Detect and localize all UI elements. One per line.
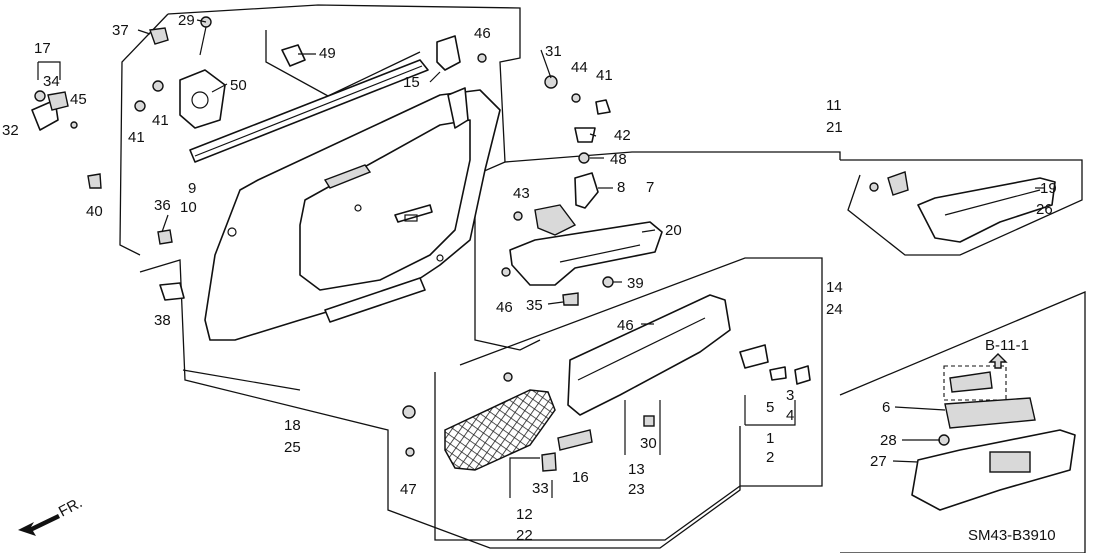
callout-39: 39 [627,275,644,292]
callout-33: 33 [532,480,549,497]
callout-6: 6 [882,399,890,416]
callout-46-mid: 46 [496,299,513,316]
callout-12: 12 [516,506,533,523]
group-frames [37,4,1086,553]
callout-14: 14 [826,279,843,296]
callout-47: 47 [400,481,417,498]
callout-4: 4 [786,407,794,424]
callout-20: 20 [665,222,682,239]
callout-9: 9 [188,180,196,197]
frame-door-lower [139,259,741,549]
frame-part-17 [38,61,61,80]
callout-13: 13 [628,461,645,478]
callout-41-mid: 41 [152,112,169,129]
callout-24: 24 [826,301,843,318]
callout-37: 37 [112,22,129,39]
callout-46-low: 46 [617,317,634,334]
callout-32: 32 [2,122,19,139]
power-window-switch [911,353,1076,511]
callout-49: 49 [319,45,336,62]
direction-label: FR. [56,494,85,520]
callout-36: 36 [154,197,171,214]
figure-code: SM43-B3910 [968,527,1056,544]
frame-part-49 [265,30,421,97]
callout-30: 30 [640,435,657,452]
frame-pocket [434,257,823,541]
callout-labels: 37 29 17 34 45 32 41 41 50 49 15 46 31 4… [2,12,1057,544]
speaker-grille [444,389,556,471]
reference-label: B-11-1 [985,337,1029,354]
callout-7: 7 [646,179,654,196]
callout-44: 44 [571,59,588,76]
frame-switch [839,291,1086,553]
callout-45: 45 [70,91,87,108]
callout-5: 5 [766,399,774,416]
callout-25: 25 [284,439,301,456]
callout-17: 17 [34,40,51,57]
callout-15: 15 [403,74,420,91]
callout-23: 23 [628,481,645,498]
callout-41-left: 41 [128,129,145,146]
callout-21: 21 [826,119,843,136]
frame-door-panel [167,4,841,163]
callout-31: 31 [545,43,562,60]
callout-3: 3 [786,387,794,404]
callout-48: 48 [610,151,627,168]
callout-41-right: 41 [596,67,613,84]
callout-34: 34 [43,73,60,90]
callout-16: 16 [572,469,589,486]
door-pocket [444,294,811,472]
callout-28: 28 [880,432,897,449]
callout-8: 8 [617,179,625,196]
callout-50: 50 [230,77,247,94]
callout-2: 2 [766,449,774,466]
upper-armrest [869,171,1056,243]
callout-42: 42 [614,127,631,144]
callout-18: 18 [284,417,301,434]
callout-10: 10 [180,199,197,216]
callout-11: 11 [826,97,842,114]
leader-lines [137,19,1045,463]
callout-38: 38 [154,312,171,329]
callout-26: 26 [1036,201,1053,218]
callout-29: 29 [178,12,195,29]
callout-22: 22 [516,527,533,544]
small-parts [31,16,663,457]
frame-armrest-upper [840,159,1083,256]
callout-46-top: 46 [474,25,491,42]
callout-19: 19 [1040,180,1057,197]
callout-40: 40 [86,203,103,220]
door-trim-panel [189,35,501,341]
callout-35: 35 [526,297,543,314]
frame-door-left [119,13,169,256]
callout-43: 43 [513,185,530,202]
front-direction-arrow: FR. [18,494,85,536]
callout-1: 1 [766,430,774,447]
callout-27: 27 [870,453,887,470]
